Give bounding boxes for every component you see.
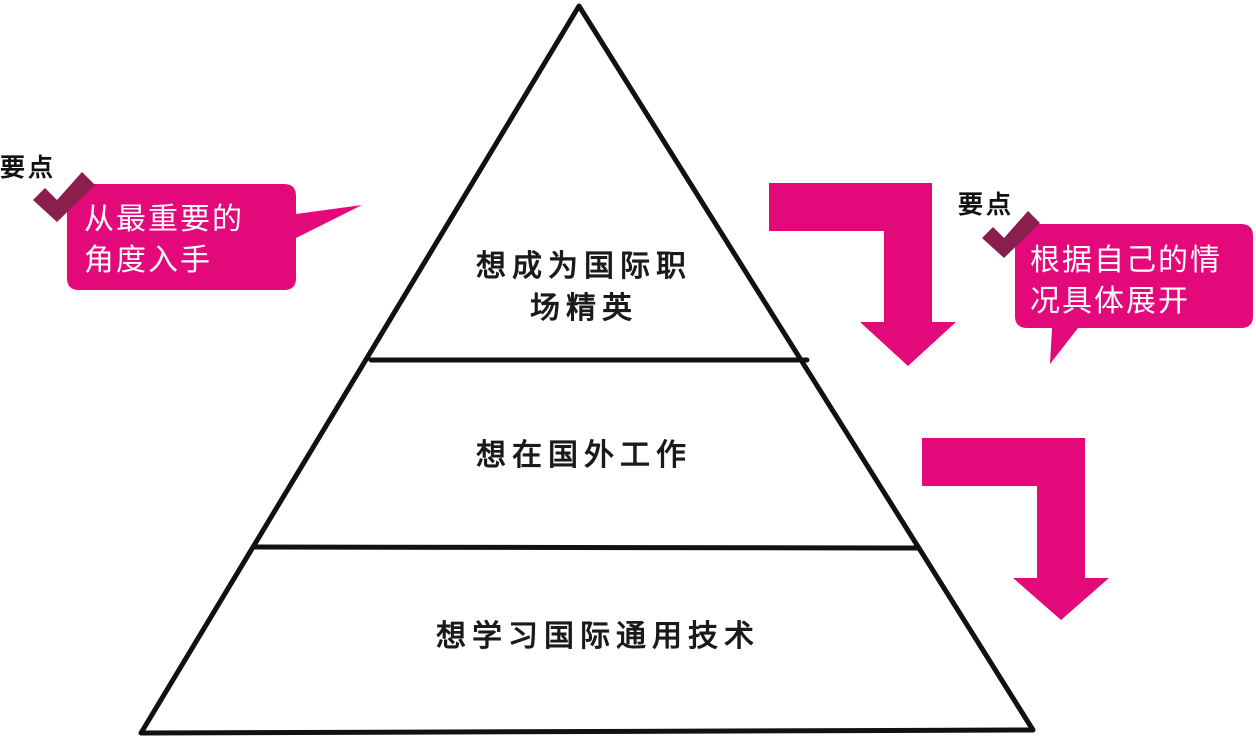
callout-right-bubble [1015, 224, 1253, 364]
pyramid-tier-bottom: 想学习国际通用技术 [436, 619, 760, 654]
callout-right-label: 要点 [958, 190, 1014, 219]
pyramid-tier-top: 想成为国际职 场精英 [476, 249, 692, 326]
check-icon [982, 211, 1040, 258]
callout-left-line-2: 角度入手 [84, 243, 212, 278]
callout-right-line-2: 况具体展开 [1030, 284, 1190, 319]
pyramid [138, 3, 1036, 736]
callout-left-label: 要点 [0, 153, 56, 182]
tier-top-line-2: 场精英 [530, 291, 638, 326]
callout-left-line-1: 从最重要的 [84, 202, 244, 237]
callout-right-line-1: 根据自己的情 [1030, 243, 1222, 278]
pyramid-tier-middle: 想在国外工作 [476, 438, 692, 473]
tier-divider-2 [250, 544, 922, 551]
check-icon [33, 172, 95, 222]
callout-right: 要点 根据自己的情 况具体展开 [958, 190, 1253, 364]
arrow-down-icon [769, 183, 956, 366]
pyramid-outline [138, 3, 1036, 736]
arrow-down-icon [922, 438, 1109, 620]
callout-left-bubble [67, 184, 362, 290]
tier-top-line-1: 想成为国际职 [476, 249, 692, 284]
callout-left: 要点 从最重要的 角度入手 [0, 153, 362, 290]
tier-bottom-line-1: 想学习国际通用技术 [436, 619, 760, 654]
tier-middle-line-1: 想在国外工作 [476, 438, 692, 473]
